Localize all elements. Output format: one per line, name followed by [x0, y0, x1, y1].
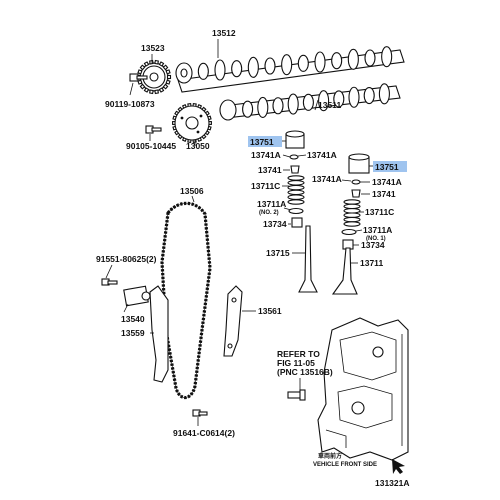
label-retainer-left: 13711A — [257, 199, 286, 209]
label-retainer-left-sub: (NO. 2) — [259, 210, 279, 216]
label-sprocket: 13523 — [141, 43, 165, 53]
label-shim-left-b: 13741A — [307, 150, 337, 160]
refer-line-2: FIG 11-05 — [277, 358, 315, 368]
label-damper: 13561 — [258, 306, 282, 316]
label-vvt-gear: 13050 — [186, 141, 210, 151]
keeper-right-drawing — [351, 189, 361, 198]
keeper-left-drawing — [290, 165, 300, 174]
refer-line-3: (PNC 13516B) — [277, 367, 333, 377]
sprocket-drawing — [136, 59, 172, 95]
label-camshaft-exhaust: 13512 — [212, 28, 236, 38]
vvt-gear-drawing — [172, 102, 212, 144]
valve-right-drawing — [331, 247, 358, 295]
label-camshaft-intake: 13511 — [318, 100, 341, 110]
label-retainer-right-sub: (NO. 1) — [366, 236, 386, 242]
figure-id: 131321A — [375, 478, 410, 488]
label-keeper-right: 13741 — [372, 189, 396, 199]
label-vvt-bolt: 90105-10445 — [126, 141, 176, 151]
retainer-right-drawing — [341, 228, 357, 236]
seal-left-drawing — [291, 217, 303, 228]
label-seal-right: 13734 — [361, 240, 385, 250]
front-arrow-icon — [392, 459, 405, 474]
label-seal-left: 13734 — [263, 219, 287, 229]
engine-block-drawing — [317, 317, 409, 461]
label-chain: 13506 — [180, 186, 204, 196]
label-valve-left: 13715 — [266, 248, 290, 258]
vvt-bolt-drawing — [145, 125, 162, 134]
shim-left-drawing — [289, 154, 299, 160]
highlight-lifter-right — [373, 161, 407, 172]
spring-right-drawing — [343, 199, 361, 227]
tensioner-bolt-drawing — [101, 278, 118, 286]
tensioner-drawing — [123, 285, 151, 307]
damper-bolt-drawing — [192, 409, 208, 417]
label-lifter-right: 13751 — [375, 162, 399, 172]
label-tensioner: 13540 — [121, 314, 145, 324]
label-slipper: 13559 — [121, 328, 145, 338]
label-spring-left: 13711C — [251, 181, 280, 191]
sprocket-bolt-drawing — [129, 73, 148, 82]
lifter-left-drawing — [285, 130, 305, 149]
label-damper-bolt: 91641-C0614(2) — [173, 428, 235, 438]
shim-right-drawing — [351, 179, 361, 185]
label-shim-right-b: 13741A — [372, 177, 402, 187]
valve-left-drawing — [298, 225, 318, 293]
label-retainer-right: 13711A — [363, 225, 392, 235]
front-side-jp: 車両前方 — [318, 452, 342, 460]
label-lifter-left: 13751 — [250, 137, 274, 147]
timing-chain-drawing — [160, 201, 212, 400]
label-shim-right: 13741A — [312, 174, 342, 184]
camshaft-exhaust-drawing — [175, 46, 405, 93]
reference-part-drawing — [287, 389, 306, 401]
damper-drawing — [223, 285, 243, 357]
slipper-drawing — [149, 285, 169, 383]
label-shim-left: 13741A — [251, 150, 281, 160]
lifter-right-drawing — [348, 153, 370, 174]
front-side-en: VEHICLE FRONT SIDE — [313, 462, 377, 468]
refer-line-1: REFER TO — [277, 349, 320, 359]
label-spring-right: 13711C — [365, 207, 394, 217]
label-keeper-left: 13741 — [258, 165, 282, 175]
highlight-lifter-left — [248, 136, 282, 147]
label-sprocket-bolt: 90119-10873 — [105, 99, 155, 109]
label-tensioner-bolt: 91551-80625(2) — [96, 254, 157, 264]
spring-left-drawing — [287, 175, 305, 205]
camshaft-intake-drawing — [219, 83, 401, 121]
retainer-left-drawing — [288, 207, 304, 215]
label-valve-right: 13711 — [360, 258, 383, 268]
